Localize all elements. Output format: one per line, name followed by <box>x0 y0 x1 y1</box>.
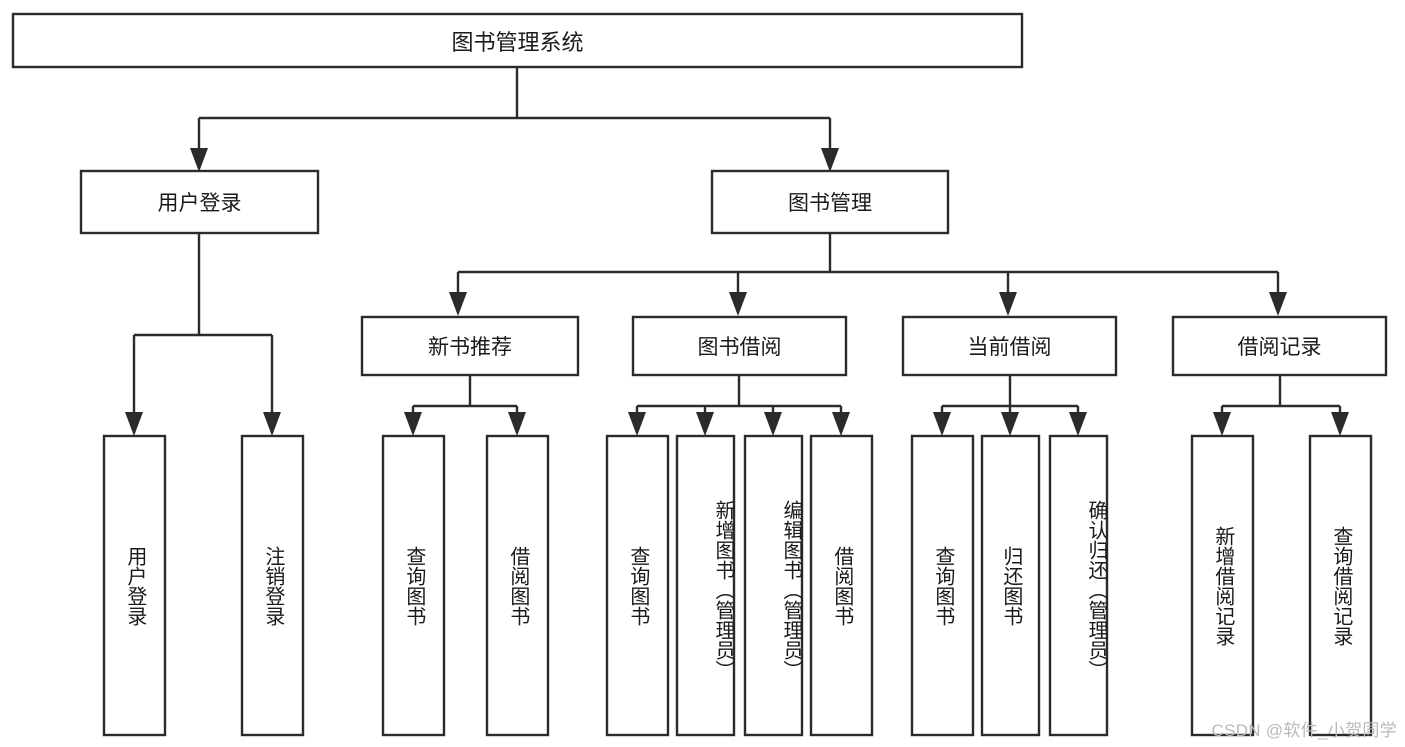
node-leaf-borrow-book-a[interactable] <box>485 434 550 737</box>
node-book-borrow[interactable] <box>631 315 848 377</box>
node-leaf-query-book-b[interactable] <box>605 434 670 737</box>
arrow-head-icon <box>999 292 1017 316</box>
node-leaf-query-record[interactable] <box>1308 434 1373 737</box>
node-leaf-query-book-c[interactable] <box>910 434 975 737</box>
node-user-login[interactable] <box>79 169 320 235</box>
arrow-head-icon <box>933 412 951 436</box>
node-leaf-add-book[interactable] <box>675 434 736 737</box>
arrow-head-icon <box>628 412 646 436</box>
arrow-head-icon <box>404 412 422 436</box>
arrow-head-icon <box>1213 412 1231 436</box>
arrow-head-icon <box>696 412 714 436</box>
node-leaf-confirm-return[interactable] <box>1048 434 1109 737</box>
arrow-head-icon <box>1269 292 1287 316</box>
node-leaf-edit-book[interactable] <box>743 434 804 737</box>
node-new-book-recommend[interactable] <box>360 315 580 377</box>
arrow-head-icon <box>821 148 839 172</box>
node-leaf-borrow-book-b[interactable] <box>809 434 874 737</box>
node-borrow-records[interactable] <box>1171 315 1388 377</box>
arrow-head-icon <box>449 292 467 316</box>
arrow-head-icon <box>1069 412 1087 436</box>
arrow-head-icon <box>190 148 208 172</box>
node-layer <box>11 12 1388 737</box>
arrow-head-icon <box>764 412 782 436</box>
node-root[interactable] <box>11 12 1024 69</box>
node-current-borrow[interactable] <box>901 315 1118 377</box>
watermark-text: CSDN @软件_小贺同学 <box>1211 721 1397 740</box>
connector-layer <box>125 67 1349 436</box>
arrow-head-icon <box>508 412 526 436</box>
arrow-head-icon <box>832 412 850 436</box>
arrow-head-icon <box>125 412 143 436</box>
node-leaf-user-login[interactable] <box>102 434 167 737</box>
arrow-head-icon <box>263 412 281 436</box>
node-leaf-return-book[interactable] <box>980 434 1041 737</box>
node-leaf-add-record[interactable] <box>1190 434 1255 737</box>
arrow-head-icon <box>729 292 747 316</box>
arrow-head-icon <box>1331 412 1349 436</box>
node-leaf-query-book-a[interactable] <box>381 434 446 737</box>
arrow-head-icon <box>1001 412 1019 436</box>
node-book-management[interactable] <box>710 169 950 235</box>
node-leaf-logout[interactable] <box>240 434 305 737</box>
